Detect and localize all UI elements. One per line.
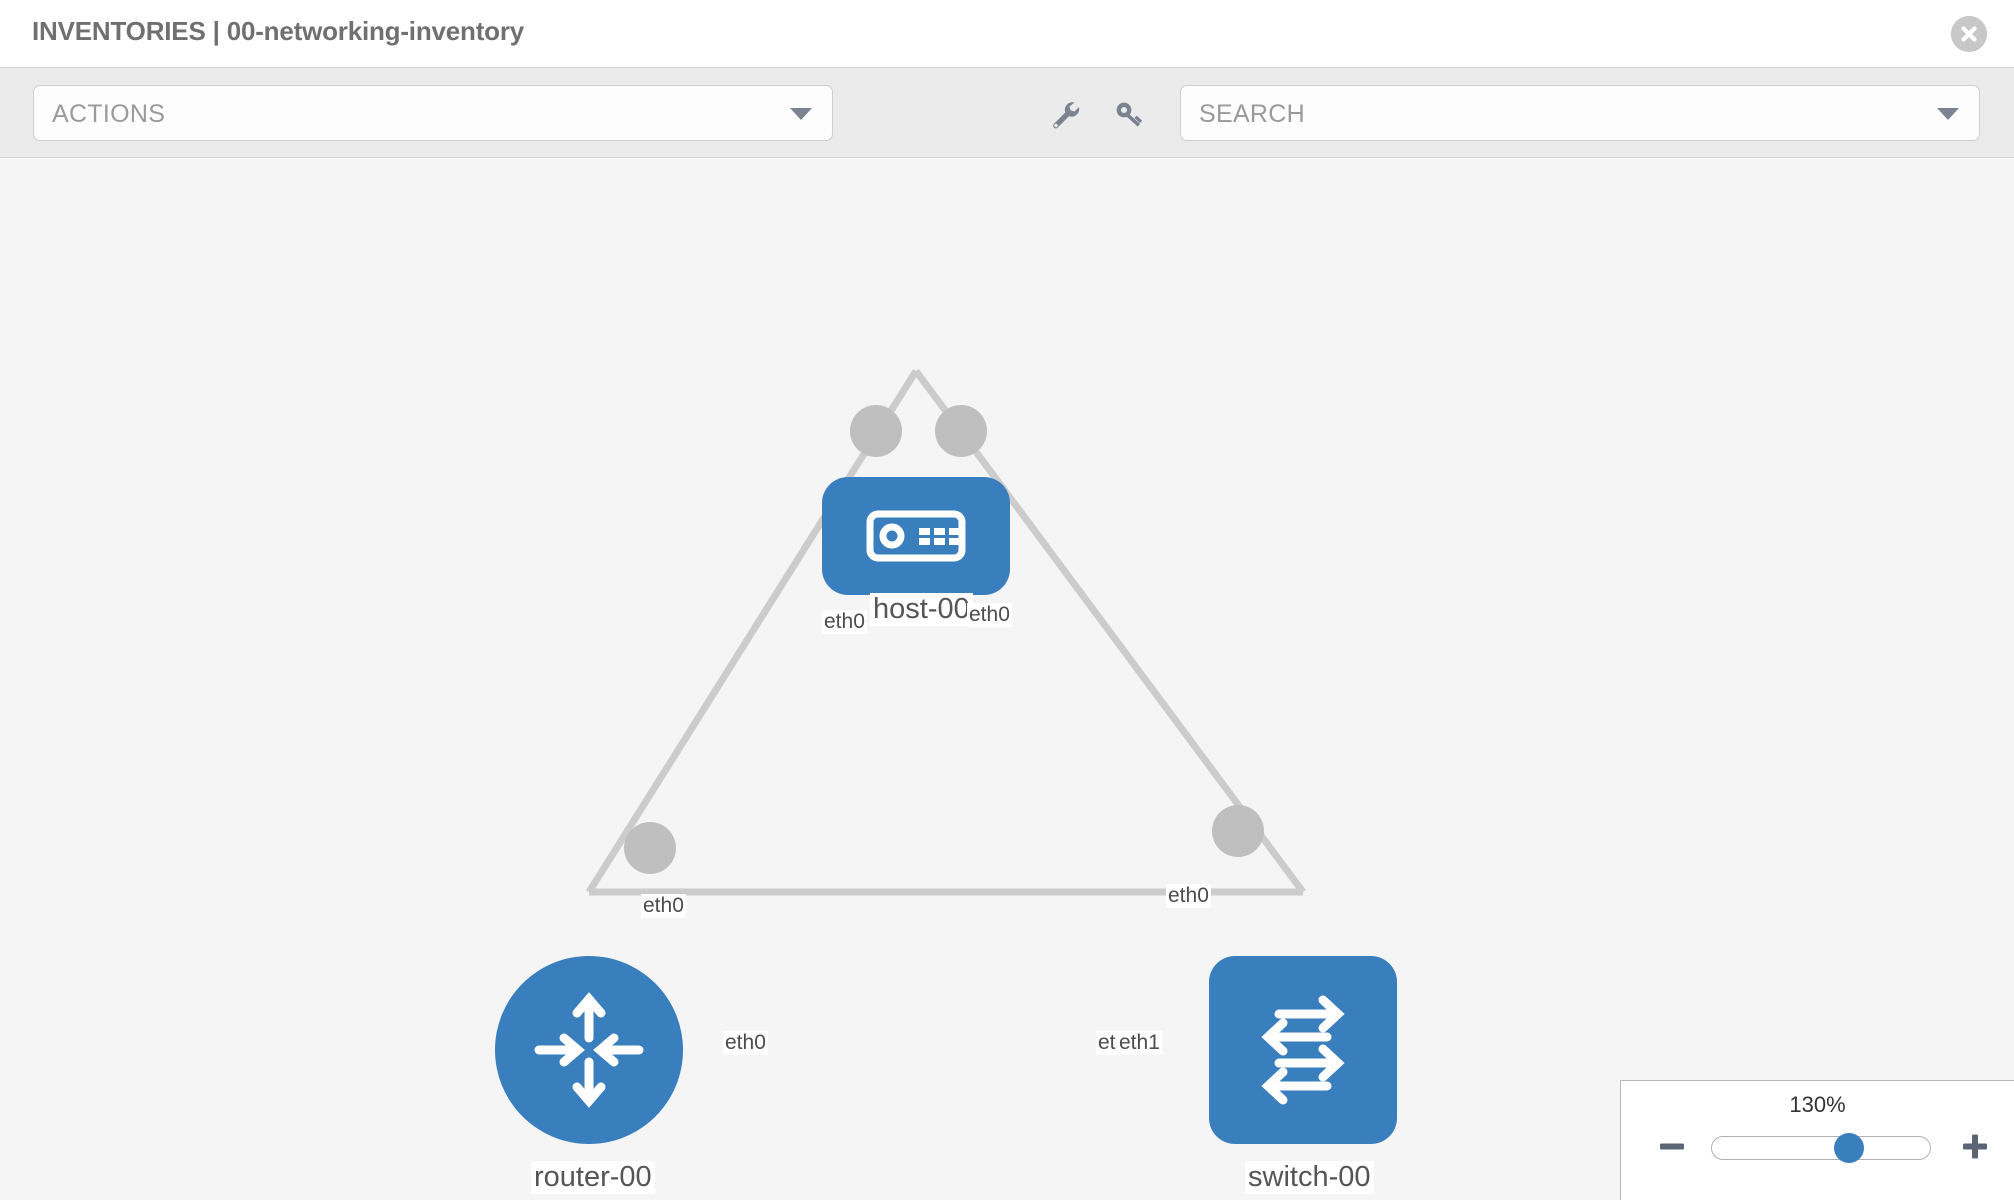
minus-icon — [1660, 1143, 1684, 1150]
topology-canvas[interactable]: host-00 router-00 switch-00 eth0 eth0 et… — [0, 159, 2014, 1200]
iface-label-host00-eth0-left: eth0 — [822, 610, 867, 635]
connector-dot[interactable] — [850, 405, 902, 457]
page-title: INVENTORIES | 00-networking-inventory — [32, 16, 525, 46]
actions-dropdown[interactable]: ACTIONS — [33, 85, 833, 141]
node-label-host-00: host-00 — [870, 593, 973, 627]
zoom-in-button[interactable] — [1958, 1129, 1992, 1163]
node-label-router-00: router-00 — [531, 1161, 655, 1195]
connector-dot[interactable] — [1212, 805, 1264, 857]
zoom-out-button[interactable] — [1655, 1129, 1689, 1163]
zoom-slider-row — [1621, 1129, 2014, 1171]
topology-graph — [495, 368, 1397, 1144]
iface-label-router00-eth0-lan: eth0 — [723, 1031, 768, 1056]
connector-dot[interactable] — [624, 822, 676, 874]
close-button[interactable] — [1951, 16, 1987, 52]
node-label-switch-00: switch-00 — [1245, 1161, 1374, 1195]
plus-icon — [1963, 1134, 1987, 1159]
page-header: INVENTORIES | 00-networking-inventory — [0, 0, 2014, 68]
iface-label-switch00-eth0-uplink: eth0 — [1166, 884, 1211, 909]
node-host-00[interactable] — [822, 477, 1010, 595]
toolbar: ACTIONS SEARCH — [0, 68, 2014, 158]
node-switch-00[interactable] — [1209, 956, 1397, 1144]
node-router-00[interactable] — [495, 956, 683, 1144]
connector-dot[interactable] — [935, 405, 987, 457]
key-icon[interactable] — [1112, 96, 1148, 132]
iface-label-host00-eth0-right: eth0 — [967, 603, 1012, 628]
iface-label-router00-eth0-uplink: eth0 — [641, 894, 686, 919]
chevron-down-icon[interactable] — [1937, 108, 1959, 120]
iface-label-switch00-eth1-lan: eth1 — [1117, 1031, 1162, 1056]
link-host00-router00[interactable] — [586, 369, 919, 894]
zoom-slider-thumb[interactable] — [1834, 1133, 1865, 1163]
search-placeholder: SEARCH — [1199, 100, 1305, 128]
zoom-control-panel: 130% — [1620, 1080, 2014, 1200]
search-input[interactable]: SEARCH — [1180, 85, 1980, 141]
zoom-slider[interactable] — [1711, 1133, 1931, 1163]
chevron-down-icon — [790, 108, 812, 120]
close-circle-icon — [1951, 16, 1987, 52]
wrench-icon[interactable] — [1046, 96, 1082, 132]
actions-dropdown-label: ACTIONS — [52, 100, 166, 128]
zoom-level-value: 130% — [1789, 1092, 1846, 1117]
